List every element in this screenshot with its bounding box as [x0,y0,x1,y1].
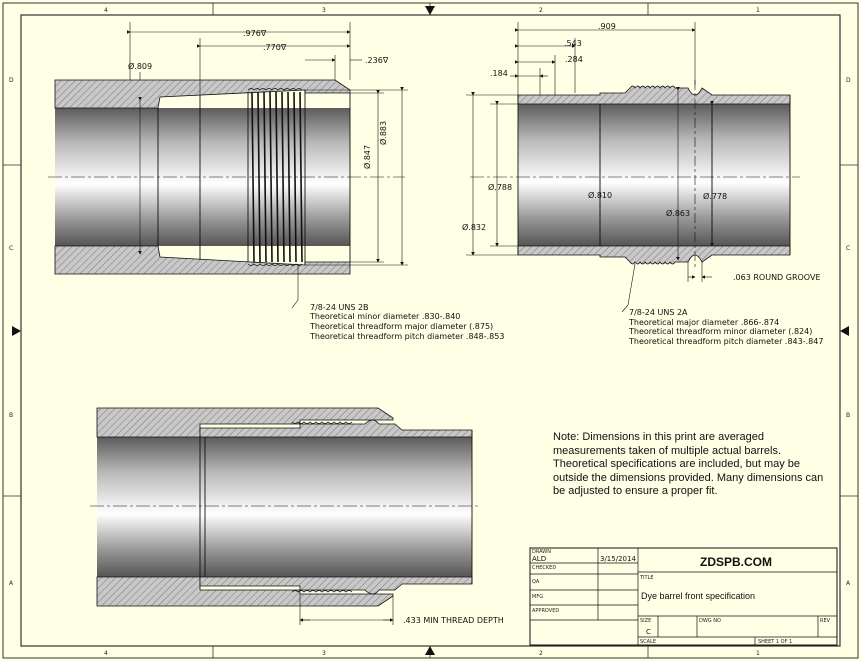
general-note: Note: Dimensions in this print are avera… [553,431,823,497]
wall-bottom [54,245,351,275]
dim-284: .284 [565,55,583,64]
tb-checked-label: CHECKED [532,565,556,571]
dim-min-thread-depth: .433 MIN THREAD DEPTH [403,616,504,625]
title-block: DRAWN ALD 3/15/2014 CHECKED QA MFG APPRO… [529,547,838,646]
zone-bottom-3: 3 [322,650,326,657]
outer-wall-bottom [96,576,394,607]
dim-909: .909 [598,22,616,31]
tb-title-label: TITLE [639,575,654,581]
dim-770: .770∇ [263,43,287,52]
zone-bottom-4: 4 [104,650,108,657]
note-line-4: outside the dimensions provided. Many di… [553,472,823,484]
zone-right-a: A [846,580,851,587]
tb-dwg-label: DWG NO [699,618,721,624]
tb-approved-label: APPROVED [532,608,559,614]
tb-drawn-by: ALD [532,555,546,563]
tb-rev-label: REV [820,618,831,624]
tb-title: Dye barrel front specification [641,591,755,601]
dim-d847: Ø.847 [362,145,372,169]
zone-left-a: A [9,580,14,587]
center-arrow-right [840,326,849,336]
inner-wall-top [199,419,473,438]
callout-2a-line-4: Theoretical threadform pitch diameter .8… [628,337,823,346]
inner-wall-bottom [199,576,473,595]
wall-bottom-2 [517,245,791,265]
zone-right-b: B [846,412,850,419]
callout-2a-line-3: Theoretical threadform minor diameter (.… [628,327,812,336]
outer-wall-top [96,407,394,438]
dim-d883: Ø.883 [378,121,388,145]
dim-184: .184 [490,69,508,78]
tb-scale-label: SCALE [640,639,656,645]
zone-markers: 4 3 2 1 4 3 2 1 D C B A D C B A [3,3,858,658]
dim-d809: Ø.809 [128,61,152,71]
zone-bottom-1: 1 [756,650,760,657]
zone-right-d: D [846,77,851,84]
dim-236: .236∇ [365,56,389,65]
bore-shading-2 [518,104,790,246]
thread-callout-2a: 7/8-24 UNS 2A Theoretical major diameter… [628,308,823,346]
dim-d832: Ø.832 [462,222,486,232]
view-3-assembly-section: .433 MIN THREAD DEPTH [90,407,504,625]
zone-top-4: 4 [104,7,108,14]
zone-bottom-2: 2 [539,650,543,657]
zone-top-1: 1 [756,7,760,14]
zone-right-c: C [846,245,850,252]
callout-2b-line-3: Theoretical threadform major diameter (.… [309,322,493,331]
wall-top [54,79,351,109]
dim-round-groove: .063 ROUND GROOVE [733,273,821,282]
callout-2a-line-1: 7/8-24 UNS 2A [629,308,688,317]
note-line-3: Theoretical specifications are included,… [553,458,800,470]
tb-mfg-label: MFG [532,594,543,600]
callout-2b-line-2: Theoretical minor diameter .830-.840 [309,312,460,321]
dim-d863: Ø.863 [666,208,690,218]
wall-top-2 [517,85,791,105]
tb-drawn-label: DRAWN [532,549,551,555]
center-arrow-bottom [425,646,435,655]
dim-d810: Ø.810 [588,190,612,200]
dim-976: .976∇ [243,29,267,38]
note-line-2: measurements taken of multiple actual ba… [553,445,781,457]
tb-size: C [646,628,651,636]
dim-d788: Ø.788 [488,182,512,192]
tb-company: ZDSPB.COM [700,555,772,569]
inner-border [20,14,841,647]
dim-543: .543 [564,39,582,48]
zone-top-3: 3 [322,7,326,14]
note-line-5: be adjusted to ensure a proper fit. [553,485,718,497]
callout-2b-line-4: Theoretical threadform pitch diameter .8… [309,332,504,341]
callout-2b-line-1: 7/8-24 UNS 2B [310,303,369,312]
dim-d778: Ø.778 [703,191,727,201]
center-arrow-top [425,6,435,15]
view-1-female-section: Ø.809 .976∇ .770∇ .236∇ Ø.847 Ø.883 7/8-… [48,22,504,341]
zone-top-2: 2 [539,7,543,14]
zone-left-c: C [9,245,13,252]
center-arrow-left [12,326,21,336]
thread-callout-2b: 7/8-24 UNS 2B Theoretical minor diameter… [309,303,504,341]
note-line-1: Note: Dimensions in this print are avera… [553,431,764,443]
zone-left-d: D [9,77,14,84]
bore-shading-3 [97,437,472,577]
view-2-male-section: .909 .543 .284 .184 Ø.788 Ø.832 Ø.810 Ø.… [462,22,823,346]
tb-sheet: SHEET 1 OF 1 [758,639,792,645]
tb-date: 3/15/2014 [600,555,636,563]
zone-left-b: B [9,412,13,419]
tb-size-label: SIZE [640,618,651,624]
callout-2a-line-2: Theoretical major diameter .866-.874 [628,318,779,327]
tb-qa-label: QA [532,579,540,585]
